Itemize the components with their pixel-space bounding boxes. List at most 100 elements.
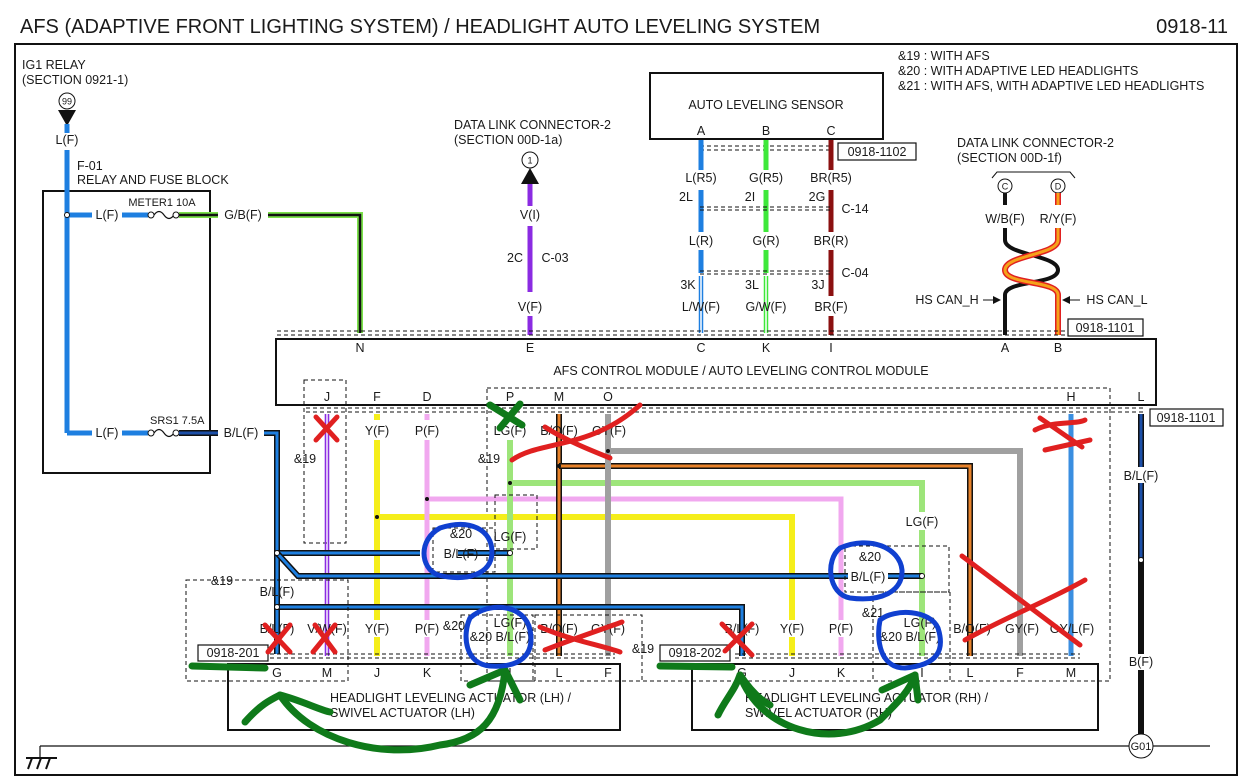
svg-text:D: D: [422, 390, 431, 404]
svg-text:SWIVEL ACTUATOR (RH): SWIVEL ACTUATOR (RH): [745, 706, 892, 720]
dlc-left-name: DATA LINK CONNECTOR-2: [454, 118, 611, 132]
svg-text:Y(F): Y(F): [365, 424, 389, 438]
svg-text:B: B: [762, 124, 770, 138]
wire-can-l: [1001, 193, 1061, 335]
svg-text:3J: 3J: [811, 278, 824, 292]
option-19-box-right: [486, 387, 1111, 682]
svg-text:D: D: [1055, 182, 1062, 192]
svg-text:BR(R5): BR(R5): [810, 171, 852, 185]
svg-text:&19: &19: [632, 642, 654, 656]
svg-text:G: G: [272, 666, 282, 680]
svg-text:G01: G01: [1131, 741, 1152, 753]
actuator-rh-ref: 0918-202: [669, 646, 722, 660]
actuator-rh-name: HEADLIGHT LEVELING ACTUATOR (RH) /: [745, 691, 989, 705]
svg-text:&19: &19: [294, 452, 316, 466]
svg-text:P(F): P(F): [415, 424, 439, 438]
wire-bl-srs: [179, 430, 280, 654]
svg-text:3L: 3L: [745, 278, 759, 292]
svg-text:P: P: [506, 390, 514, 404]
svg-text:&20 B/L(F): &20 B/L(F): [470, 630, 530, 644]
wire-y: [374, 414, 795, 656]
sensor-ref: 0918-1102: [848, 145, 907, 159]
svg-text:C: C: [826, 124, 835, 138]
svg-text:M: M: [322, 666, 332, 680]
svg-text:Y(F): Y(F): [365, 622, 389, 636]
svg-text:I: I: [829, 341, 832, 355]
joint-c03-label: C-03: [541, 251, 568, 265]
svg-text:M: M: [554, 390, 564, 404]
fuse-meter1-label: METER1 10A: [128, 197, 196, 209]
svg-text:G/W(F): G/W(F): [746, 300, 787, 314]
wire-gb-label: G/B(F): [224, 208, 262, 222]
fuse-block-name: RELAY AND FUSE BLOCK: [77, 173, 229, 187]
dlc-left-section: (SECTION 00D-1a): [454, 133, 562, 147]
svg-text:B: B: [1054, 341, 1062, 355]
legend-20: &20 : WITH ADAPTIVE LED HEADLIGHTS: [898, 64, 1138, 78]
svg-text:L: L: [1138, 390, 1145, 404]
wire-bl-label: B/L(F): [224, 426, 259, 440]
can-h-label: HS CAN_H: [915, 293, 978, 307]
fuse-block-box: [42, 190, 211, 474]
annotation-red-x-marks: [262, 402, 1093, 658]
wire-p: [424, 414, 844, 656]
svg-text:M: M: [1066, 666, 1076, 680]
svg-text:F: F: [604, 666, 612, 680]
wire-lg: [507, 414, 925, 656]
svg-text:&19: &19: [478, 452, 500, 466]
svg-text:O: O: [603, 390, 613, 404]
page-code: 0918-11: [1156, 16, 1228, 38]
svg-text:LG(F): LG(F): [906, 515, 939, 529]
svg-text:F: F: [373, 390, 381, 404]
svg-text:BR(F): BR(F): [814, 300, 847, 314]
svg-text:BR(R): BR(R): [814, 234, 849, 248]
svg-text:&20 B/L(F): &20 B/L(F): [880, 630, 940, 644]
dlc-right-section: (SECTION 00D-1f): [957, 151, 1062, 165]
ig1-wire-label: L(F): [56, 133, 79, 147]
svg-text:A: A: [1001, 341, 1010, 355]
svg-text:K: K: [837, 666, 846, 680]
fuse-icon: [147, 428, 180, 438]
svg-text:K: K: [423, 666, 432, 680]
svg-text:&20: &20: [859, 550, 881, 564]
page-title: AFS (ADAPTIVE FRONT LIGHTING SYSTEM) / H…: [20, 16, 820, 38]
ig1-terminal: [58, 92, 76, 110]
svg-text:L(R): L(R): [689, 234, 713, 248]
svg-text:B(F): B(F): [1129, 655, 1153, 669]
svg-text:V(F): V(F): [518, 300, 542, 314]
svg-text:C: C: [1002, 182, 1009, 192]
svg-text:2L: 2L: [679, 190, 693, 204]
dlc-right-name: DATA LINK CONNECTOR-2: [957, 136, 1114, 150]
svg-text:SWIVEL ACTUATOR (LH): SWIVEL ACTUATOR (LH): [330, 706, 475, 720]
ig1-relay-label: IG1 RELAY: [22, 58, 86, 72]
diagram-frame: [14, 43, 1238, 776]
svg-text:I: I: [920, 666, 923, 680]
svg-text:LG(F): LG(F): [494, 616, 527, 630]
module-bottom-ref: 0918-1101: [1157, 411, 1216, 425]
arrow-up-icon: [521, 168, 539, 184]
svg-text:&20: &20: [443, 619, 465, 633]
svg-text:H: H: [1066, 390, 1075, 404]
svg-text:L/W(F): L/W(F): [682, 300, 720, 314]
svg-text:P(F): P(F): [415, 622, 439, 636]
wire-sensor-a: [698, 140, 704, 333]
fuse-block-id: F-01: [77, 159, 103, 173]
wire-bl-distribution: [274, 550, 925, 656]
wire-can-h: [1003, 193, 1061, 335]
fuse-srs1-label: SRS1 7.5A: [150, 415, 205, 427]
svg-text:2G: 2G: [809, 190, 826, 204]
svg-text:B/L(F): B/L(F): [260, 585, 295, 599]
svg-text:L(F): L(F): [96, 208, 119, 222]
svg-text:&20: &20: [450, 527, 472, 541]
can-l-label: HS CAN_L: [1086, 293, 1147, 307]
svg-text:E: E: [526, 341, 534, 355]
svg-text:GY(F): GY(F): [592, 424, 626, 438]
wire-sensor-b: [763, 140, 769, 333]
svg-text:P(F): P(F): [829, 622, 853, 636]
joint-c04-label: C-04: [841, 266, 868, 280]
svg-text:N: N: [355, 341, 364, 355]
wire-gy: [605, 414, 1023, 656]
ground-g01: [1128, 733, 1154, 759]
wire-ig1-trunk: [64, 124, 148, 436]
svg-text:&19: &19: [211, 574, 233, 588]
